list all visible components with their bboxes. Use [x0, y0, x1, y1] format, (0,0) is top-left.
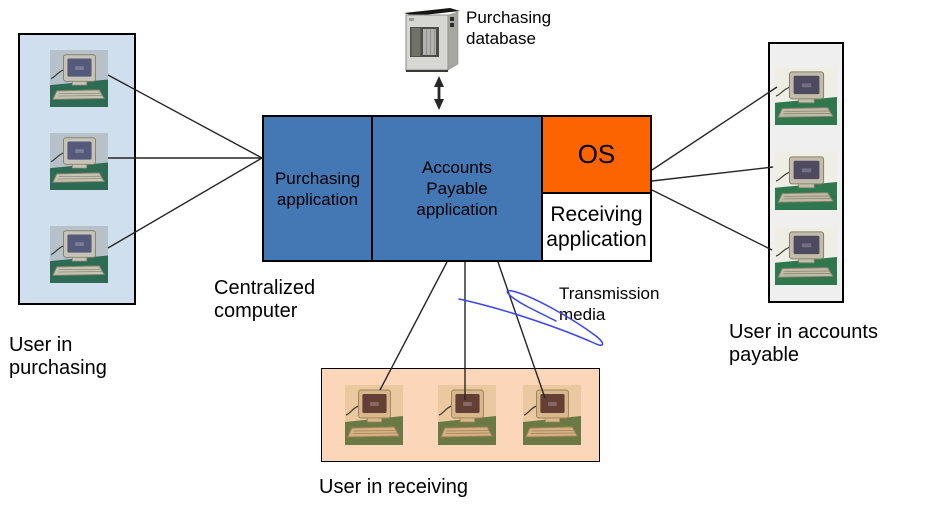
accounts-payable-users-group-box	[768, 42, 844, 303]
receiving-application-section: Receiving application	[543, 194, 650, 260]
computer-terminal-image	[775, 152, 837, 210]
accounts-payable-application-section: Accounts Payable application	[373, 117, 541, 260]
purchasing-database-label: Purchasing database	[466, 8, 552, 48]
purchasing-database-image	[404, 8, 460, 72]
receiving-users-group-box	[321, 368, 600, 462]
user-in-receiving-caption: User in receiving	[319, 476, 468, 498]
computer-terminal-image	[50, 226, 108, 283]
computer-terminal-image	[50, 133, 108, 190]
connector-accounts-terminal-3	[651, 189, 773, 251]
connector-accounts-terminal-1	[651, 86, 778, 171]
connector-accounts-terminal-2	[651, 166, 774, 182]
os-section: OS	[543, 117, 650, 192]
computer-terminal-image	[50, 50, 108, 107]
computer-terminal-image	[775, 227, 837, 285]
purchasing-application-section: Purchasing application	[264, 117, 371, 260]
computer-terminal-image	[438, 385, 496, 445]
centralized-computer-caption: Centralized computer	[214, 277, 316, 322]
computer-terminal-image	[345, 385, 403, 445]
computer-terminal-image	[775, 67, 837, 125]
purchasing-users-group-box	[18, 33, 136, 305]
centralized-computer-box: Purchasing application OS Accounts Payab…	[262, 115, 652, 262]
computer-terminal-image	[523, 385, 581, 445]
user-in-purchasing-caption: User in purchasing	[9, 334, 107, 379]
user-in-accounts-payable-caption: User in accounts payable	[729, 321, 878, 366]
database-double-arrow-icon	[434, 76, 444, 110]
transmission-media-caption: Transmission media	[559, 284, 660, 324]
